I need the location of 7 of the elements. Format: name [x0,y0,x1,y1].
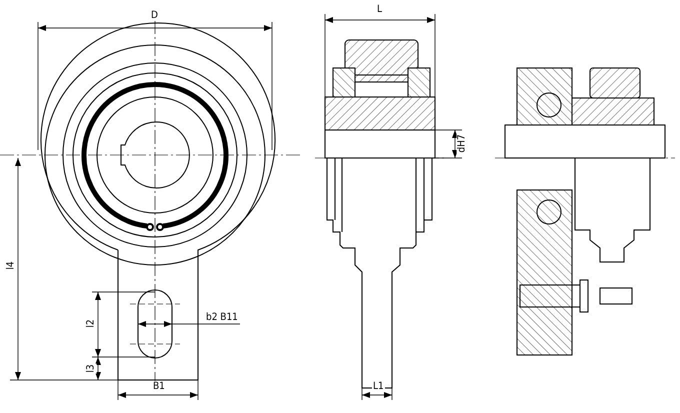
dimension-label: L [376,4,384,15]
dimension-label: D [150,10,159,21]
dimension-label: B1 [152,381,166,392]
dimension-label: dH7 [456,133,468,154]
dimension-label: b2 B11 [205,312,239,323]
dimension-label: l3 [86,363,97,374]
dimension-label: L1 [372,381,385,392]
